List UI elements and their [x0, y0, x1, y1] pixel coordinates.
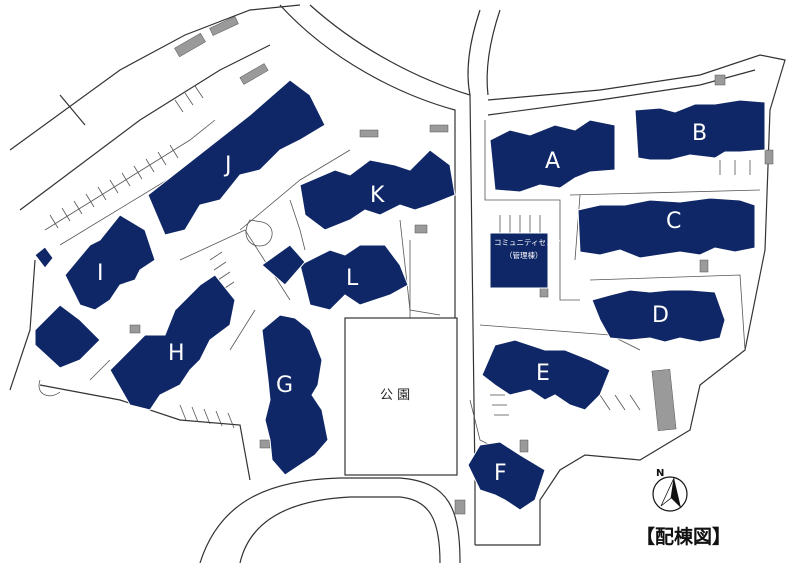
building-E-label: E: [536, 361, 550, 386]
map-title: 【配棟図】: [636, 526, 732, 548]
community-center-label-line1: コミュニティセンター: [494, 238, 569, 247]
building-F-label: F: [494, 461, 507, 486]
community-center-label-line2: （管理棟）: [505, 250, 543, 260]
compass: N: [652, 468, 688, 512]
building-A[interactable]: A: [489, 119, 616, 193]
north-arrow-icon: [671, 478, 681, 508]
building-E[interactable]: E: [481, 339, 611, 411]
building-D[interactable]: D: [591, 289, 726, 343]
building-C-label: C: [666, 209, 681, 234]
building-I-label: I: [97, 261, 104, 286]
building-B[interactable]: B: [634, 99, 766, 161]
building-G-label: G: [276, 373, 293, 398]
stairs-group: [129, 16, 774, 515]
building-L[interactable]: L: [261, 244, 409, 311]
building-A-label: A: [545, 149, 560, 174]
building-D-label: D: [652, 303, 669, 328]
building-K[interactable]: K: [299, 149, 456, 231]
building-H[interactable]: H: [109, 274, 236, 411]
building-J-label: J: [223, 153, 232, 178]
building-C[interactable]: C: [577, 197, 756, 259]
building-I[interactable]: I: [34, 214, 156, 369]
north-label: N: [656, 468, 664, 479]
building-J[interactable]: J: [147, 79, 326, 236]
building-L-label: L: [346, 266, 359, 291]
community-center-building[interactable]: コミュニティセンター （管理棟）: [489, 232, 569, 289]
building-H-label: H: [168, 341, 185, 366]
building-B-label: B: [692, 121, 707, 146]
buildings-layer: J K L I H G: [34, 79, 766, 511]
building-G[interactable]: G: [261, 314, 329, 476]
building-K-label: K: [370, 183, 385, 208]
building-F[interactable]: F: [467, 441, 546, 511]
park-area: 公 園: [344, 317, 458, 476]
park-label: 公 園: [380, 388, 410, 403]
